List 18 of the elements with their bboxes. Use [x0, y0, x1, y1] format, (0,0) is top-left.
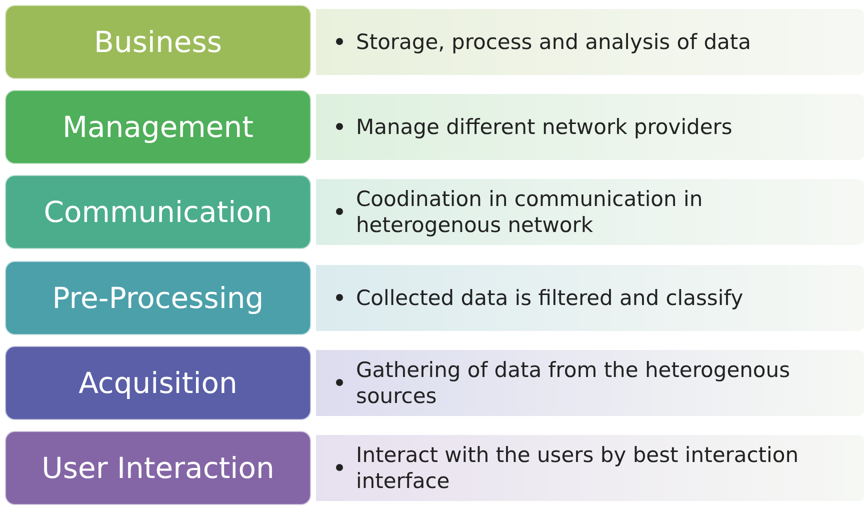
- layer-title-box: User Interaction: [5, 431, 311, 505]
- description-panel: [316, 265, 864, 331]
- description-panel: [316, 94, 864, 160]
- layer-title-box: Acquisition: [5, 346, 311, 420]
- layer-title-box: Business: [5, 5, 311, 79]
- description-panel: [316, 350, 864, 416]
- description-text: Coodination in communication in heterogenous network: [356, 186, 704, 238]
- description-text: Interact with the users by best interaction interface: [356, 442, 800, 494]
- description-text: Storage, process and analysis of data: [356, 28, 751, 56]
- description-panel: [316, 9, 864, 75]
- description-panel: [316, 435, 864, 501]
- description-text: Gathering of data from the heterogenous sources: [356, 356, 792, 410]
- layer-title-box: Management: [5, 90, 311, 164]
- layer-title-box: Pre-Processing: [5, 261, 311, 335]
- description-text: Collected data is filtered and classify: [356, 284, 744, 312]
- description-text: Manage different network providers: [356, 114, 732, 140]
- layer-title-box: Communication: [5, 175, 311, 249]
- description-panel: [316, 179, 864, 245]
